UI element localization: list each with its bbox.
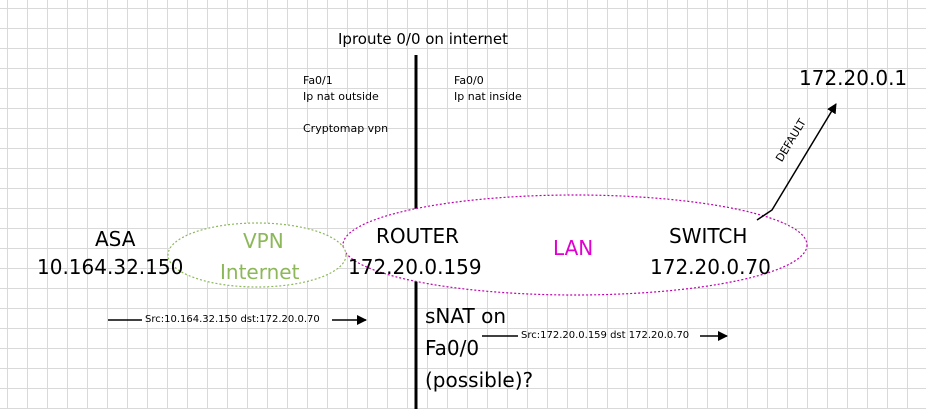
- snat-note-line1: sNAT on: [425, 304, 506, 328]
- flow1-label: Src:10.164.32.150 dst:172.20.0.70: [145, 314, 320, 325]
- switch-name: SWITCH: [669, 224, 748, 248]
- diagram-title: Iproute 0/0 on internet: [338, 30, 509, 48]
- flow2-label: Src:172.20.0.159 dst 172.20.0.70: [521, 330, 690, 341]
- lan-ellipse: [342, 194, 808, 296]
- fa01-label: Fa0/1: [303, 74, 333, 87]
- router-ip: 172.20.0.159: [348, 255, 482, 279]
- router-name: ROUTER: [376, 224, 460, 248]
- gateway-ip: 172.20.0.1: [799, 66, 908, 90]
- asa-ip: 10.164.32.150: [37, 255, 184, 279]
- internet-label: Internet: [220, 260, 300, 284]
- cryptomap-label: Cryptomap vpn: [303, 122, 389, 135]
- vpn-label: VPN: [243, 229, 284, 253]
- fa00-nat-label: Ip nat inside: [454, 90, 522, 103]
- snat-note-line2: Fa0/0: [425, 336, 480, 360]
- vpn-ellipse: [167, 222, 347, 288]
- default-link: [756, 103, 837, 221]
- switch-ip: 172.20.0.70: [650, 255, 771, 279]
- asa-name: ASA: [95, 227, 136, 251]
- snat-note-line3: (possible)?: [425, 368, 534, 392]
- lan-label: LAN: [553, 236, 594, 260]
- fa01-nat-label: Ip nat outside: [303, 90, 379, 103]
- fa00-label: Fa0/0: [454, 74, 484, 87]
